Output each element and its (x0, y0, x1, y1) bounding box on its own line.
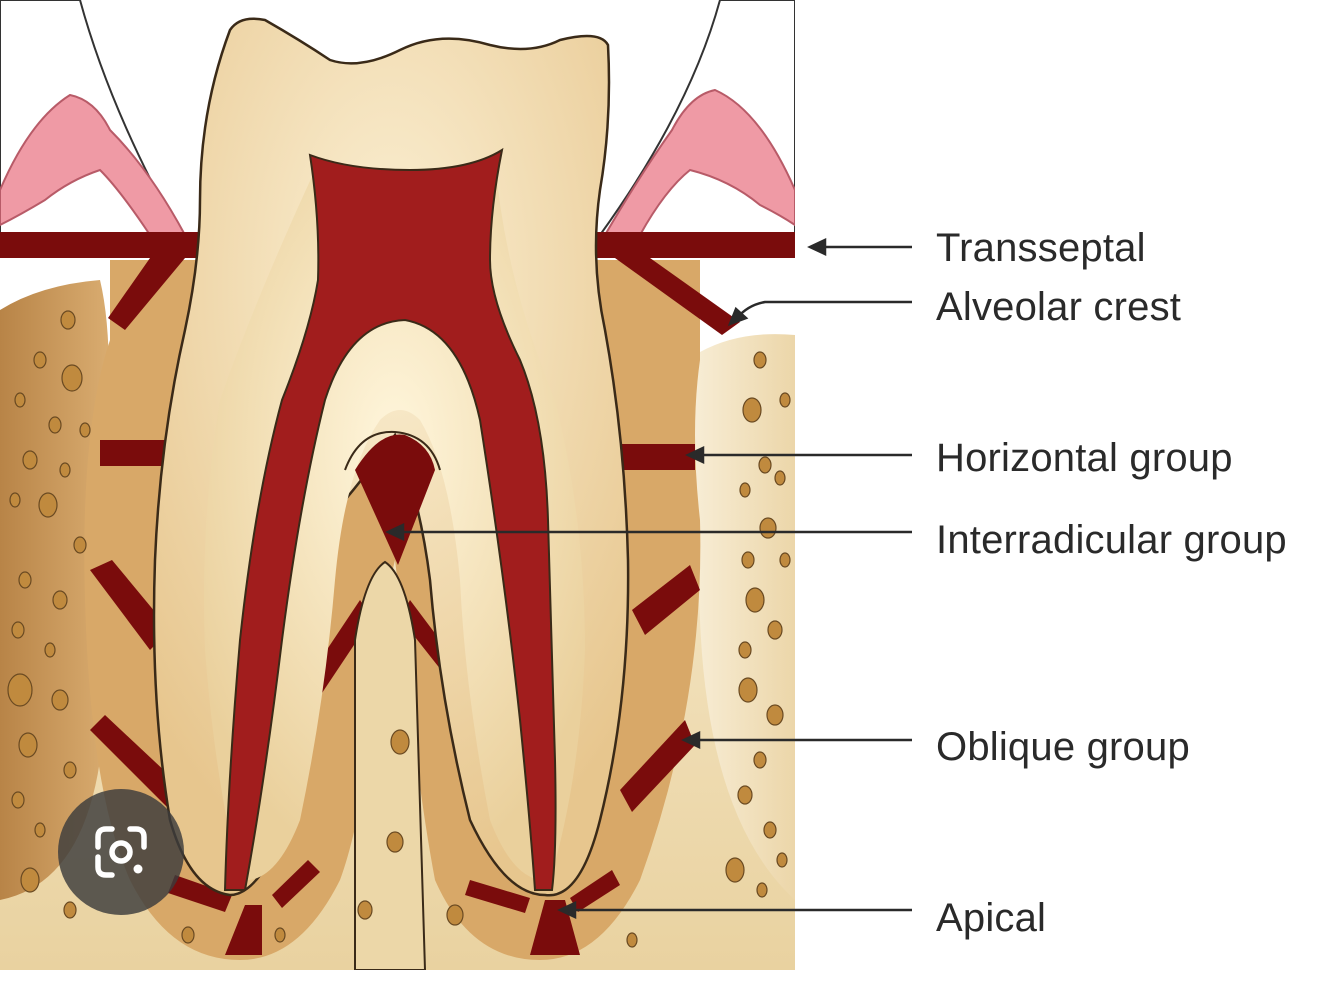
bone-trabecula (763, 821, 777, 839)
bone-trabecula (9, 492, 21, 508)
bone-trabecula (756, 882, 768, 898)
bone-trabecula (18, 571, 32, 589)
interradicular-bone (354, 560, 427, 970)
bone-trabecula (181, 926, 195, 944)
oblique-fiber-r1 (632, 565, 700, 635)
bone-trabecula (390, 729, 410, 755)
bone-trabecula (738, 641, 752, 659)
bone-trabecula (767, 620, 783, 640)
bone-trabecula (61, 364, 83, 392)
bone-trabecula (725, 857, 745, 883)
bone-trabecula (745, 587, 765, 613)
arrow-alveolar-crest (727, 306, 749, 327)
bone-trabeculae (7, 310, 791, 948)
oblique-fiber-l2 (90, 715, 185, 810)
bone-trabecula (51, 689, 69, 711)
oblique-fiber-l1 (90, 560, 170, 650)
bone-trabecula (766, 704, 784, 726)
bone-trabecula (33, 351, 47, 369)
label-horizontal-group: Horizontal group (936, 436, 1233, 480)
bone-trabecula (60, 310, 76, 330)
oblique-fiber-r2 (620, 720, 695, 812)
bone-trabecula (11, 791, 25, 809)
bone-trabecula (63, 901, 77, 919)
bone-trabecula (38, 492, 58, 518)
furcation-fibers (355, 434, 435, 565)
bone-trabecula (779, 392, 791, 408)
label-alveolar-crest: Alveolar crest (936, 285, 1182, 329)
bone-trabecula (44, 642, 56, 658)
arrow-apical (557, 901, 577, 919)
bone-trabecula (737, 785, 753, 805)
bone-trabecula (759, 517, 777, 539)
bone-trabecula (357, 900, 373, 920)
bone-trabecula (52, 590, 68, 610)
bone-trabecula (446, 904, 464, 926)
bone-trabecula (63, 761, 77, 779)
bone-trabecula (776, 852, 788, 868)
bone-trabecula (18, 732, 38, 758)
transseptal-fiber-right (590, 232, 795, 258)
bone-trabecula (739, 482, 751, 498)
bone-trabecula (753, 351, 767, 369)
right-gingiva (603, 88, 795, 236)
bone-trabecula (738, 677, 758, 703)
transseptal-fiber-left (0, 232, 210, 258)
bone-trabecula (774, 470, 786, 486)
horizontal-fiber-right (620, 444, 695, 470)
alveolar-crest-fiber-right (615, 258, 740, 335)
bone-trabecula (779, 552, 791, 568)
alveolar-crest-fiber-left (108, 258, 185, 330)
left-gingiva (0, 93, 187, 236)
arrow-transseptal (807, 238, 827, 256)
bone-trabecula (7, 673, 33, 707)
bone-trabecula (34, 822, 46, 838)
label-interradicular-group: Interradicular group (936, 518, 1287, 562)
leader-lines (385, 238, 912, 919)
bone-trabecula (59, 462, 71, 478)
bone-trabecula (73, 536, 87, 554)
google-lens-icon (95, 826, 147, 878)
bone-trabecula (386, 831, 404, 853)
right-alveolar-bone (689, 334, 795, 900)
arrow-interradicular (385, 523, 405, 541)
label-transseptal: Transseptal (936, 226, 1146, 270)
label-oblique-group: Oblique group (936, 725, 1190, 769)
bone-trabecula (742, 397, 762, 423)
visual-search-button[interactable] (58, 789, 184, 915)
bone-trabecula (758, 456, 772, 474)
bone-trabecula (753, 751, 767, 769)
bone-trabecula (274, 927, 286, 943)
bone-trabecula (626, 932, 638, 948)
bone-trabecula (22, 450, 38, 470)
bone-trabecula (48, 416, 62, 434)
label-apical: Apical (936, 896, 1047, 940)
furcation-outline (344, 430, 441, 471)
arrow-horizontal (685, 446, 705, 464)
apical-fibers (168, 860, 620, 955)
arrow-oblique (681, 731, 701, 749)
bone-trabecula (20, 867, 40, 893)
bone-trabecula (11, 621, 25, 639)
bone-trabecula (741, 551, 755, 569)
bone-trabecula (79, 422, 91, 438)
pulp-chamber (223, 147, 557, 891)
bone-trabecula (14, 392, 26, 408)
